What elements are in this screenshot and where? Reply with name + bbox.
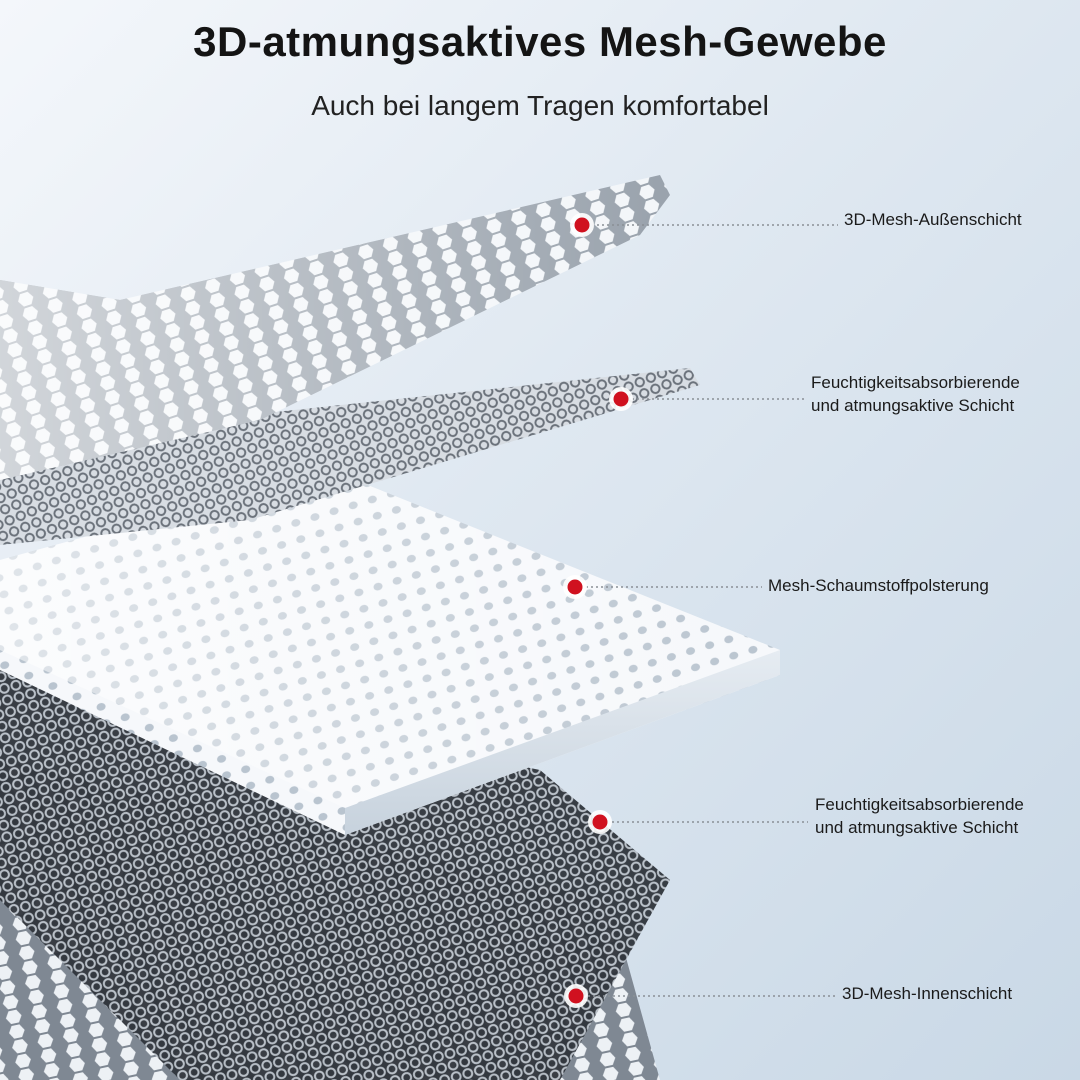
layer-label-2-line2: und atmungsaktive Schicht xyxy=(811,396,1015,415)
marker-dot-4 xyxy=(588,810,612,834)
layer-label-1: 3D-Mesh-Außenschicht xyxy=(844,208,1022,231)
page-title: 3D-atmungsaktives Mesh-Gewebe xyxy=(193,18,887,65)
foam-edge xyxy=(345,650,780,835)
layer-label-3: Mesh-Schaumstoffpolsterung xyxy=(768,574,989,597)
marker-dot-5 xyxy=(564,984,588,1008)
layer-label-4-line2: und atmungsaktive Schicht xyxy=(815,818,1019,837)
layer-label-3-line1: Mesh-Schaumstoffpolsterung xyxy=(768,576,989,595)
layer-label-2: Feuchtigkeitsabsorbierende und atmungsak… xyxy=(811,371,1020,417)
marker-dot-3 xyxy=(563,575,587,599)
light-wicking-layer xyxy=(0,368,700,545)
layer-label-4-line1: Feuchtigkeitsabsorbierende xyxy=(815,795,1024,814)
layer-label-1-line1: 3D-Mesh-Außenschicht xyxy=(844,210,1022,229)
layer-label-5: 3D-Mesh-Innenschicht xyxy=(842,982,1012,1005)
marker-dot-1 xyxy=(570,213,594,237)
layer-label-5-line1: 3D-Mesh-Innenschicht xyxy=(842,984,1013,1003)
page-subtitle: Auch bei langem Tragen komfortabel xyxy=(311,90,769,121)
layer-label-2-line1: Feuchtigkeitsabsorbierende xyxy=(811,373,1020,392)
layer-label-4: Feuchtigkeitsabsorbierende und atmungsak… xyxy=(815,793,1024,839)
marker-dot-2 xyxy=(609,387,633,411)
